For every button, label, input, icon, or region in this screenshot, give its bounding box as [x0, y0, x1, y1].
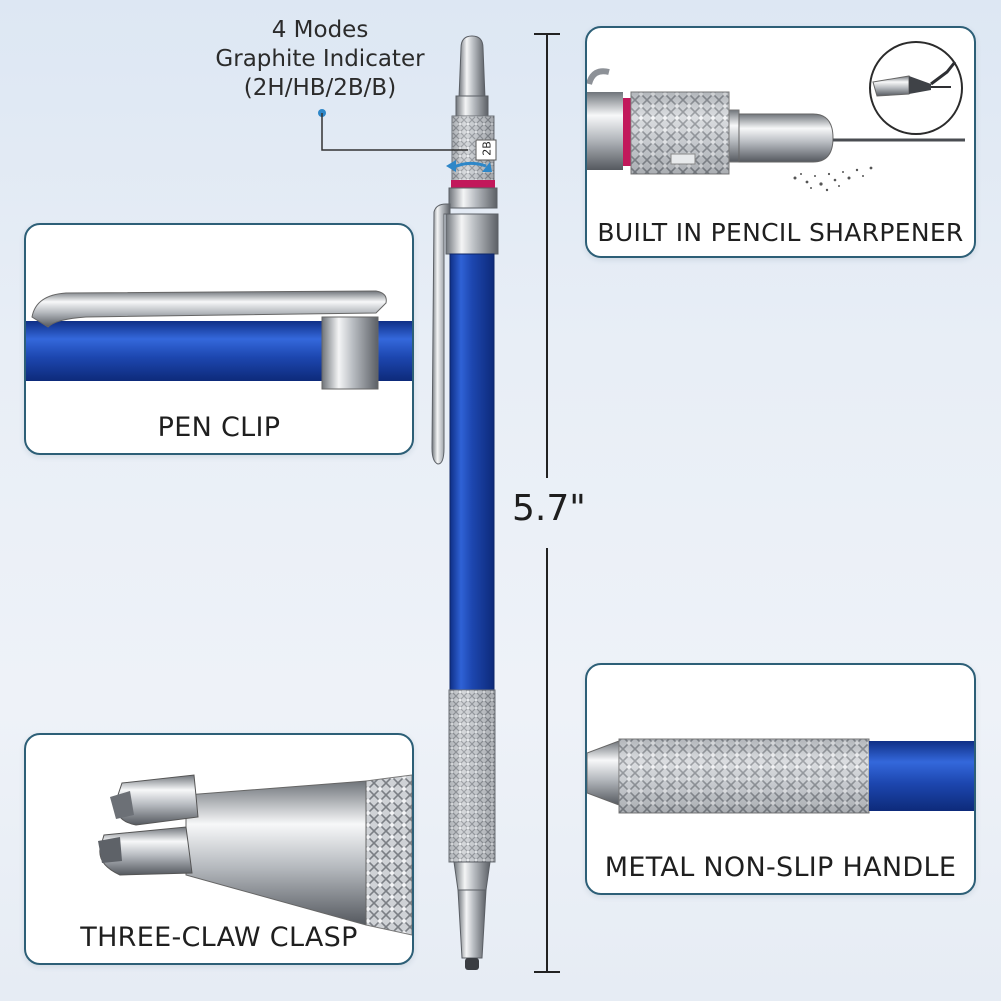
caption-pen-clip: PEN CLIP — [157, 412, 281, 443]
length-label: 5.7" — [512, 488, 586, 529]
panel-metal-handle: METAL NON-SLIP HANDLE — [585, 663, 976, 895]
caption-metal-handle: METAL NON-SLIP HANDLE — [604, 852, 957, 883]
panel-three-claw-clasp: THREE-CLAW CLASP — [24, 733, 414, 965]
annotation-line-1: 4 Modes — [271, 17, 369, 43]
metal-handle-closeup-image — [587, 738, 974, 814]
annotation-line-3: (2H/HB/2B/B) — [243, 75, 397, 101]
pen-clip-closeup-image — [26, 290, 412, 390]
caption-three-claw-clasp: THREE-CLAW CLASP — [80, 922, 358, 953]
caption-pencil-sharpener: BUILT IN PENCIL SHARPENER — [597, 218, 964, 247]
sharpener-closeup-image — [587, 41, 965, 192]
annotation-line-2: Graphite Indicater — [215, 46, 425, 72]
graphite-indicator-annotation: 4 Modes Graphite Indicater (2H/HB/2B/B) — [190, 16, 450, 103]
panel-pen-clip: PEN CLIP — [24, 223, 414, 455]
grade-mark: 2B — [480, 141, 494, 156]
three-claw-clasp-closeup-image — [98, 774, 412, 936]
panel-pencil-sharpener: BUILT IN PENCIL SHARPENER — [585, 26, 976, 258]
